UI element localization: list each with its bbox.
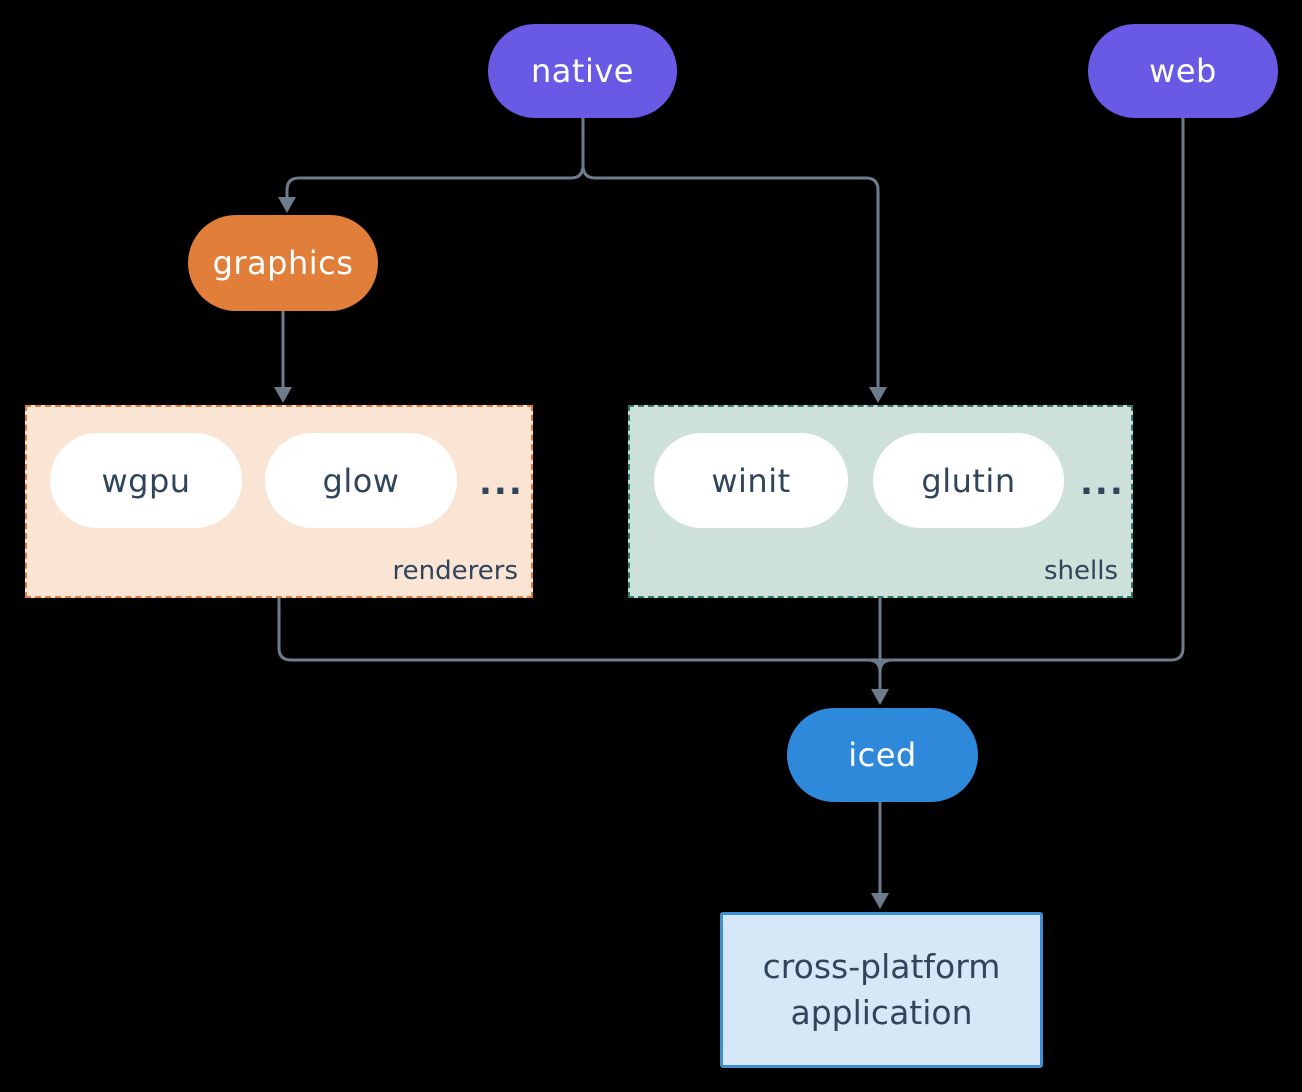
group-renderers: wgpu glow ... renderers — [25, 405, 533, 598]
group-shells: winit glutin ... shells — [628, 405, 1133, 598]
edge-native-graphics — [285, 176, 572, 198]
edge-native-shells — [594, 176, 880, 388]
node-iced: iced — [787, 708, 978, 802]
node-application-label-line1: cross-platform — [762, 946, 1001, 986]
group-renderers-label: renderers — [392, 556, 518, 586]
node-web: web — [1088, 24, 1278, 118]
node-glow: glow — [265, 433, 457, 528]
shells-ellipsis: ... — [1080, 463, 1125, 503]
arrowhead-graphics — [278, 197, 296, 213]
node-native-label: native — [531, 52, 634, 90]
node-winit-label: winit — [711, 461, 791, 500]
node-native: native — [488, 24, 677, 118]
node-application: cross-platform application — [720, 912, 1043, 1068]
arrowhead-iced — [871, 689, 889, 705]
group-shells-label: shells — [1043, 556, 1118, 586]
edge-merge-left-fillet — [867, 658, 882, 673]
node-glutin: glutin — [873, 433, 1064, 528]
node-wgpu: wgpu — [50, 433, 242, 528]
edge-native-fork-left-fillet — [570, 164, 585, 180]
edge-native-fork-right-fillet — [581, 164, 596, 180]
node-glow-label: glow — [322, 461, 400, 500]
arrowhead-shells — [869, 387, 887, 403]
edge-merge-rail — [277, 118, 1185, 662]
node-winit: winit — [654, 433, 848, 528]
edge-merge-right-fillet — [878, 658, 893, 673]
node-web-label: web — [1149, 52, 1217, 90]
node-graphics-label: graphics — [212, 244, 354, 282]
node-wgpu-label: wgpu — [101, 461, 191, 500]
arrowhead-renderers — [274, 387, 292, 403]
arrowhead-application — [871, 893, 889, 909]
node-iced-label: iced — [848, 736, 917, 774]
node-graphics: graphics — [188, 215, 378, 311]
node-glutin-label: glutin — [921, 461, 1016, 500]
renderers-ellipsis: ... — [479, 463, 524, 503]
node-application-label-line2: application — [790, 993, 973, 1032]
